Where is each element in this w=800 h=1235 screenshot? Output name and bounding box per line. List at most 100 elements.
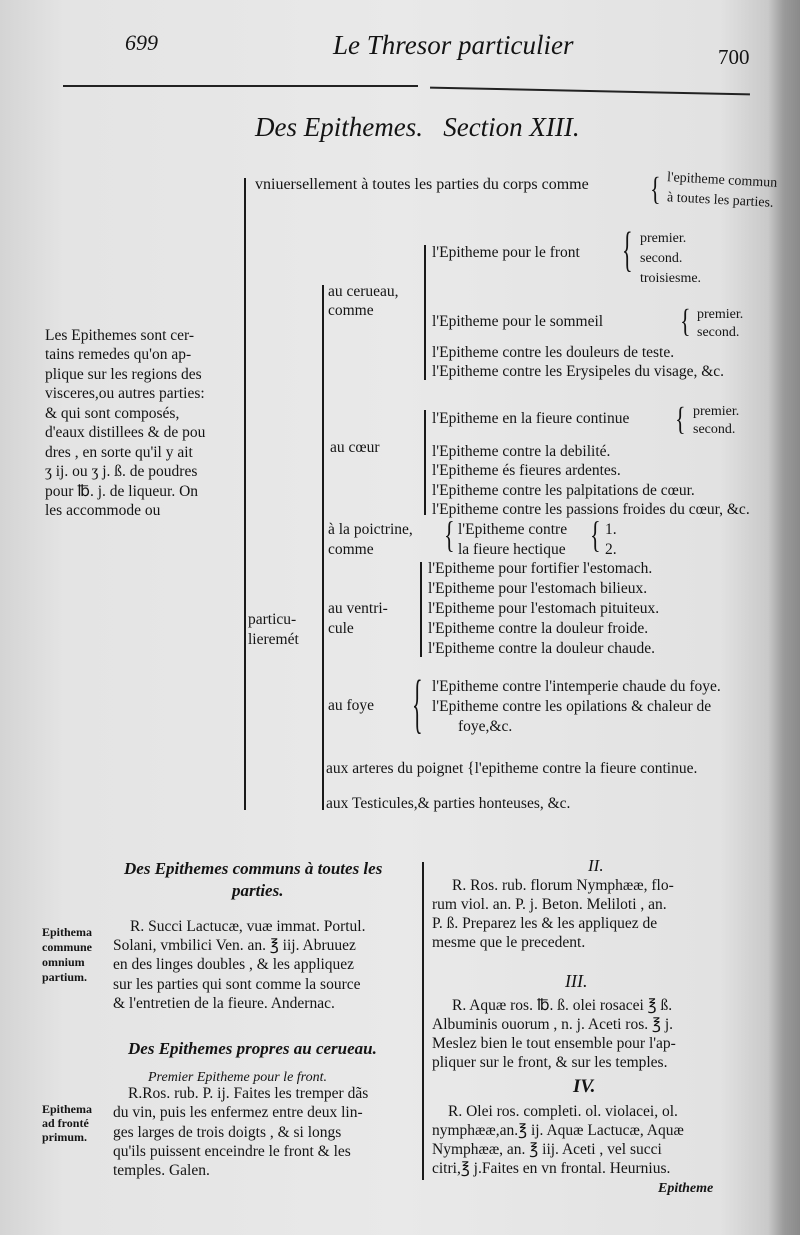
front-sub: second. [640,251,683,266]
universal-sub: à toutes les parties. [666,190,774,211]
body-line: ges larges de trois doigts , & si longs [113,1124,342,1141]
intro-line: dres , en sorte qu'il y ait [45,444,193,461]
cerveau-label: au cerueau, [328,283,399,300]
continue-sub: premier. [693,404,740,419]
tree-universal: vniuersellement à toutes les parties du … [255,176,589,193]
header-rule-right [430,86,750,96]
cerveau-bracket [424,245,426,380]
particular-label: particu- [248,611,297,628]
poictrine-label: comme [328,541,374,558]
intro-line: Les Epithemes sont cer- [45,327,195,344]
brace: { [650,169,661,207]
sommeil-sub: second. [697,325,740,340]
poictrine-sub: 2. [605,541,617,558]
section-title: Des Epithemes. Section XIII. [255,112,580,142]
tree-sommeil: l'Epitheme pour le sommeil [432,313,604,330]
body-line: P. ß. Preparez les & les appliquez de [432,915,658,932]
tree-testicules: aux Testicules,& parties honteuses, &c. [326,795,571,812]
cerveau-label: comme [328,302,374,319]
coeur-label: au cœur [330,439,380,456]
page-number-right: 700 [718,45,750,69]
ventricule-label: cule [328,620,354,637]
heading-communs: Des Epithemes communs à toutes les [124,859,383,878]
body-line: citri,℥ j.Faites en vn frontal. Heurnius… [432,1160,671,1177]
header-rule-left [63,85,418,87]
margin-note: primum. [42,1130,87,1144]
intro-line: les accommode ou [45,502,161,519]
ventricule-item: l'Epitheme pour l'estomach pituiteux. [428,600,660,617]
poictrine-label: à la poictrine, [328,521,413,538]
heading-communs: parties. [232,881,284,900]
brace: { [680,301,691,339]
body-line: R. Succi Lactucæ, vuæ immat. Portul. [130,918,366,935]
front-sub: premier. [640,231,687,246]
brace: { [412,665,423,740]
body-line: temples. Galen. [113,1162,210,1179]
coeur-item: l'Epitheme és fieures ardentes. [432,462,621,479]
recipe-number: III. [565,971,588,991]
intro-line: visceres,ou autres parties: [45,385,205,402]
ventricule-item: l'Epitheme contre la douleur chaude. [428,640,656,657]
ventricule-item: l'Epitheme pour fortifier l'estomach. [428,560,653,577]
margin-note: commune [42,940,92,954]
recipe-number: IV. [573,1076,596,1097]
intro-line: d'eaux distillees & de pou [45,424,206,441]
ventricule-label: au ventri- [328,600,388,617]
brace: { [675,399,686,437]
tree-arteres: aux arteres du poignet {l'epitheme contr… [326,760,698,777]
column-divider [422,862,424,1180]
heading-cerveau: Des Epithemes propres au cerueau. [128,1039,377,1058]
page-number-left: 699 [125,30,158,55]
ventricule-item: l'Epitheme pour l'estomach bilieux. [428,580,648,597]
poictrine-sub: 1. [605,521,617,538]
particular-bracket [322,285,324,810]
body-line: du vin, puis les enfermez entre deux lin… [113,1104,363,1121]
body-line: Meslez bien le tout ensemble pour l'ap- [432,1035,676,1052]
poictrine-item: la fieure hectique [458,541,566,558]
margin-note: partium. [42,970,87,984]
body-line: rum viol. an. P. j. Beton. Meliloti , an… [432,896,667,913]
tree-erysipeles: l'Epitheme contre les Erysipeles du visa… [432,363,725,380]
body-line: qu'ils puissent enceindre le front & les [113,1143,351,1160]
intro-line: plique sur les regions des [45,366,202,383]
ventricule-item: l'Epitheme contre la douleur froide. [428,620,649,637]
intro-line: ʒ ij. ou ʒ j. ß. de poudres [45,463,198,480]
margin-note: ad fronté [42,1116,89,1130]
brace: { [622,221,633,277]
front-sub: troisiesme. [640,271,702,286]
continue-sub: second. [693,422,736,437]
coeur-item: l'Epitheme contre les palpitations de cœ… [432,482,695,499]
intro-line: pour ℔. j. de liqueur. On [45,483,199,500]
foye-item: foye,&c. [458,718,513,735]
sommeil-sub: premier. [697,307,744,322]
tree-teste: l'Epitheme contre les douleurs de teste. [432,344,675,361]
body-line: en des linges doubles , & les appliquez [113,956,355,973]
intro-line: tains remedes qu'on ap- [45,346,192,363]
catchword: Epitheme [658,1181,714,1196]
coeur-item: l'Epitheme contre les passions froides d… [432,501,750,518]
coeur-item: l'Epitheme en la fieure continue [432,410,630,427]
brace: { [444,512,455,556]
body-line: R.Ros. rub. P. ij. Faites les tremper dã… [128,1085,369,1102]
margin-note: Epithema [42,925,93,939]
body-line: sur les parties qui sont comme la source [113,976,361,993]
body-line: Solani, vmbilici Ven. an. ℥ iij. Abruuez [113,937,356,954]
particular-label: lieremét [248,631,299,648]
margin-note: Epithema [42,1102,93,1116]
body-line: pliquer sur le front, & sur les temples. [432,1054,668,1071]
body-line: Albuminis ouorum , n. j. Aceti ros. ℥ j. [432,1016,674,1033]
foye-item: l'Epitheme contre les opilations & chale… [432,698,712,715]
foye-item: l'Epitheme contre l'intemperie chaude du… [432,678,721,695]
ventricule-bracket [420,562,422,657]
running-title: Le Thresor particulier [333,30,574,60]
body-line: mesme que le precedent. [432,934,586,951]
body-line: Nymphææ, an. ℥ iij. Aceti , vel succi [432,1141,662,1158]
subheading-front: Premier Epitheme pour le front. [148,1070,327,1085]
recipe-number: II. [588,856,604,875]
main-bracket [244,178,246,810]
body-line: R. Olei ros. completi. ol. violacei, ol. [448,1103,678,1120]
intro-line: & qui sont composés, [45,405,180,422]
body-line: R. Aquæ ros. ℔. ß. olei rosacei ℥ ß. [452,997,673,1014]
margin-note: omnium [42,955,85,969]
body-line: R. Ros. rub. florum Nymphææ, flo- [452,877,674,894]
